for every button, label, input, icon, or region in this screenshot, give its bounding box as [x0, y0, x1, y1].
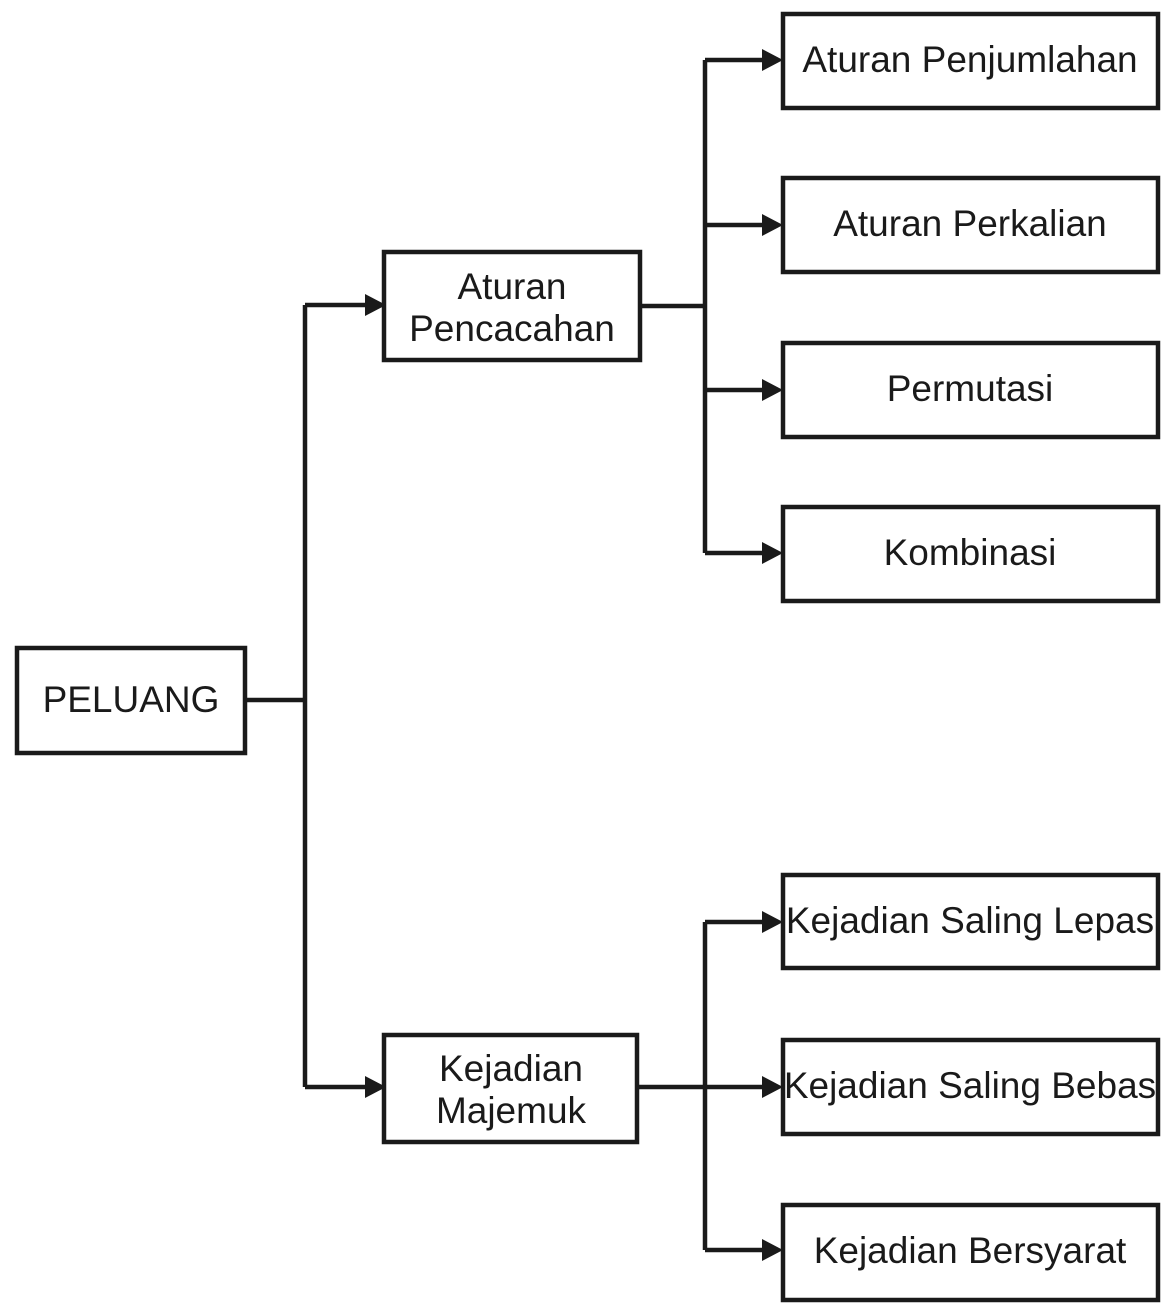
node-aturan-perkalian-label: Aturan Perkalian — [833, 203, 1107, 244]
arrowhead-to-kombinasi — [762, 542, 783, 564]
node-kejadian-majemuk-label-line1: Kejadian — [439, 1048, 583, 1089]
node-aturan-penjumlahan-label: Aturan Penjumlahan — [802, 39, 1137, 80]
arrowhead-to-saling-bebas — [762, 1076, 783, 1098]
node-kejadian-majemuk-label-line2: Majemuk — [436, 1090, 587, 1131]
arrowhead-to-penjumlahan — [762, 49, 783, 71]
arrowhead-to-saling-lepas — [762, 911, 783, 933]
node-kejadian-saling-bebas-box[interactable] — [780, 1037, 1161, 1137]
node-kejadian-saling-lepas[interactable]: Kejadian Saling Lepas — [780, 872, 1161, 971]
node-aturan-penjumlahan-box[interactable] — [780, 11, 1161, 111]
node-aturan-pencacahan-box[interactable] — [381, 249, 643, 363]
arrowhead-to-majemuk — [365, 1076, 386, 1098]
node-peluang-label: PELUANG — [43, 679, 220, 720]
node-permutasi[interactable]: Permutasi — [780, 340, 1161, 440]
node-aturan-pencacahan-label-line2: Pencacahan — [409, 308, 615, 349]
node-kejadian-saling-bebas[interactable]: Kejadian Saling Bebas — [780, 1037, 1161, 1137]
arrowhead-to-perkalian — [762, 214, 783, 236]
node-kombinasi[interactable]: Kombinasi — [780, 504, 1161, 604]
node-kejadian-majemuk[interactable]: Kejadian Majemuk — [381, 1032, 640, 1145]
node-kejadian-saling-lepas-label: Kejadian Saling Lepas — [786, 900, 1154, 941]
node-kejadian-bersyarat-label: Kejadian Bersyarat — [814, 1230, 1127, 1271]
node-kejadian-saling-bebas-label: Kejadian Saling Bebas — [784, 1065, 1156, 1106]
node-kombinasi-box[interactable] — [780, 504, 1161, 604]
node-aturan-perkalian-box[interactable] — [780, 175, 1161, 275]
node-kejadian-saling-lepas-box[interactable] — [780, 872, 1161, 971]
node-aturan-pencacahan[interactable]: Aturan Pencacahan — [381, 249, 643, 363]
node-aturan-pencacahan-label-line1: Aturan — [457, 266, 566, 307]
node-permutasi-label: Permutasi — [887, 368, 1054, 409]
arrowhead-to-pencacahan — [365, 294, 386, 316]
node-aturan-perkalian[interactable]: Aturan Perkalian — [780, 175, 1161, 275]
node-kejadian-bersyarat[interactable]: Kejadian Bersyarat — [780, 1202, 1161, 1303]
arrowhead-to-bersyarat — [762, 1239, 783, 1261]
node-kejadian-majemuk-box[interactable] — [381, 1032, 640, 1145]
node-kejadian-bersyarat-box[interactable] — [780, 1202, 1161, 1303]
node-peluang[interactable]: PELUANG — [14, 645, 248, 756]
node-kombinasi-label: Kombinasi — [884, 532, 1057, 573]
node-aturan-penjumlahan[interactable]: Aturan Penjumlahan — [780, 11, 1161, 111]
node-peluang-box[interactable] — [14, 645, 248, 756]
arrowhead-to-permutasi — [762, 379, 783, 401]
node-permutasi-box[interactable] — [780, 340, 1161, 440]
